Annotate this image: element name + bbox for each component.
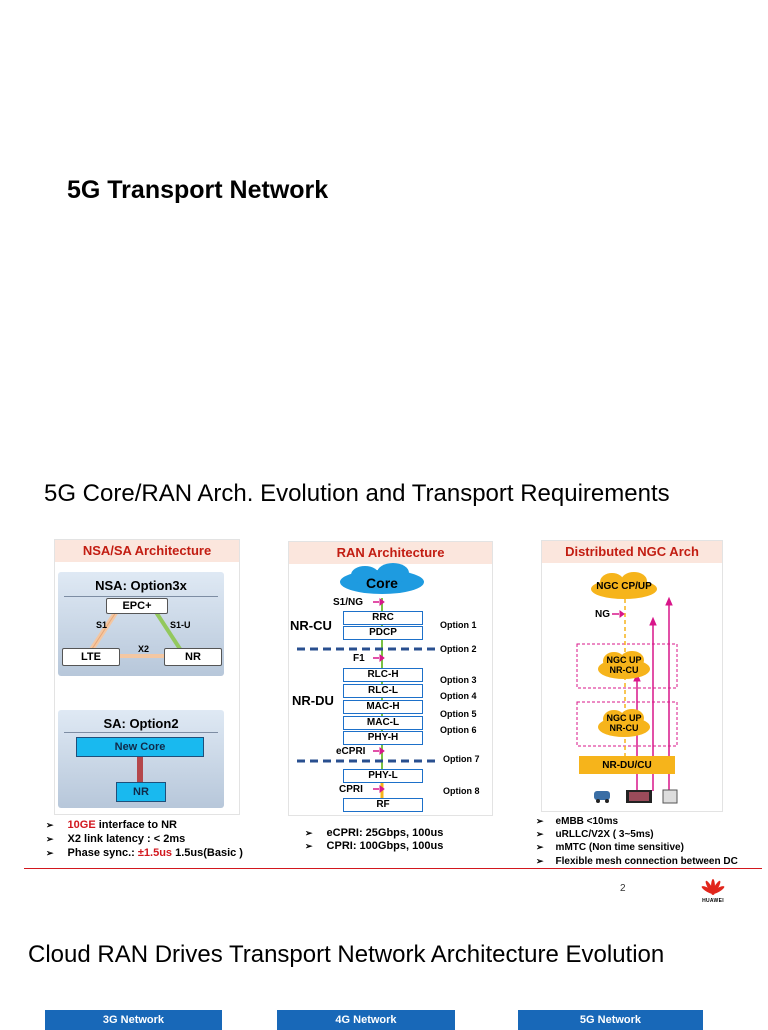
option-4: Option 4	[440, 691, 477, 701]
nsa-box: NSA: Option3x EPC+ S1 S1-U X2 LTE NR	[58, 572, 224, 676]
option-5: Option 5	[440, 709, 477, 719]
slide2-title: 5G Core/RAN Arch. Evolution and Transpor…	[44, 480, 670, 507]
layer-mac-l: MAC-L	[343, 716, 423, 730]
bullet-arrow-icon: ➢	[46, 848, 54, 858]
sa-title: SA: Option2	[103, 716, 179, 731]
ngc-cloud-icon	[591, 572, 657, 737]
option-6: Option 6	[440, 725, 477, 735]
ngc-bullet-3: ➢mMTC (Non time sensitive)	[536, 842, 684, 853]
ng-label: NG	[595, 609, 610, 620]
nsa-sa-panel: NSA/SA Architecture NSA: Option3x EPC+ S…	[54, 539, 240, 815]
layer-rrc: RRC	[343, 611, 423, 625]
layer-rlc-l: RLC-L	[343, 684, 423, 698]
epc-node: EPC+	[106, 598, 168, 614]
nr-cu1-label: NR-CU	[609, 665, 639, 675]
nr-cu2-label: NR-CU	[609, 723, 639, 733]
ngc-panel: Distributed NGC Arch NGC CP/UP NG NGC UP…	[541, 540, 723, 812]
s1u-label: S1-U	[170, 620, 191, 630]
layer-pdcp: PDCP	[343, 626, 423, 640]
ngc-up1-label: NGC UP	[606, 655, 642, 665]
nsa-bullet-3: ➢Phase sync.: ±1.5us 1.5us(Basic )	[46, 847, 243, 859]
core-cloud-icon	[340, 563, 424, 594]
bullet-arrow-icon: ➢	[46, 820, 54, 830]
bullet-arrow-icon: ➢	[536, 842, 544, 852]
sa-nr-node: NR	[116, 782, 166, 802]
option-8: Option 8	[443, 786, 480, 796]
lte-node: LTE	[62, 648, 120, 666]
ngc-cpup-label: NGC CP/UP	[596, 581, 652, 592]
sa-link	[137, 754, 143, 784]
core-label: Core	[366, 575, 398, 591]
ran-bullet-1: ➢eCPRI: 25Gbps, 100us	[305, 827, 444, 839]
nsa-sa-heading: NSA/SA Architecture	[55, 540, 239, 562]
bullet-arrow-icon: ➢	[305, 841, 313, 851]
option-7: Option 7	[443, 754, 480, 764]
ngc-bullet-2: ➢uRLLC/V2X ( 3~5ms)	[536, 829, 654, 840]
sa-divider	[64, 732, 218, 733]
slide3-title: Cloud RAN Drives Transport Network Archi…	[28, 941, 665, 968]
slide1-title: 5G Transport Network	[67, 176, 329, 204]
ran-panel: RAN Architecture Core S1/NG NR-CU NR-DU …	[288, 541, 493, 816]
f1-label: F1	[353, 653, 365, 664]
bullet-arrow-icon: ➢	[536, 856, 544, 866]
tab-4g-network: 4G Network	[277, 1010, 455, 1030]
bullet-arrow-icon: ➢	[305, 828, 313, 838]
option-3: Option 3	[440, 675, 477, 685]
s1ng-label: S1/NG	[333, 597, 364, 608]
video-icon	[626, 790, 652, 803]
option-1: Option 1	[440, 620, 477, 630]
bullet-arrow-icon: ➢	[536, 816, 544, 826]
ngc-bullet-4: ➢Flexible mesh connection between DC	[536, 856, 738, 867]
nsa-divider	[64, 596, 218, 597]
nr-node: NR	[164, 648, 222, 666]
layer-mac-h: MAC-H	[343, 700, 423, 714]
sensor-icon	[662, 789, 678, 804]
huawei-logo: HUAWEI	[697, 873, 729, 904]
layer-phy-h: PHY-H	[343, 731, 423, 745]
car-icon	[594, 791, 610, 803]
nsa-bullet-2: ➢X2 link latency : < 2ms	[46, 833, 186, 845]
cpri-label: CPRI	[339, 784, 363, 795]
nsa-bullet-1: ➢10GE interface to NR	[46, 819, 177, 831]
x2-label: X2	[138, 644, 150, 654]
layer-phy-l: PHY-L	[343, 769, 423, 783]
ran-bullet-2: ➢CPRI: 100Gbps, 100us	[305, 840, 444, 852]
layer-rlc-h: RLC-H	[343, 668, 423, 682]
layer-rf: RF	[343, 798, 423, 812]
ecpri-label: eCPRI	[336, 746, 366, 757]
ran-heading: RAN Architecture	[289, 542, 492, 564]
s1-label: S1	[96, 620, 108, 630]
tab-3g-network: 3G Network	[45, 1010, 222, 1030]
bullet-arrow-icon: ➢	[46, 834, 54, 844]
new-core-node: New Core	[76, 737, 204, 757]
bullet-arrow-icon: ➢	[536, 829, 544, 839]
page-number: 2	[620, 883, 626, 894]
nr-du-cu-label: NR-DU/CU	[602, 760, 652, 771]
ngc-diagram	[576, 572, 678, 804]
ngc-heading: Distributed NGC Arch	[542, 541, 722, 563]
huawei-logo-text: HUAWEI	[702, 898, 724, 904]
huawei-logo-icon	[701, 879, 725, 895]
tab-5g-network: 5G Network	[518, 1010, 703, 1030]
nsa-title: NSA: Option3x	[95, 578, 187, 593]
footer-divider	[24, 868, 762, 869]
option-2: Option 2	[440, 644, 477, 654]
ngc-up2-label: NGC UP	[606, 713, 642, 723]
nrdu-label: NR-DU	[292, 693, 334, 708]
nrcu-label: NR-CU	[290, 618, 332, 633]
ngc-bullet-1: ➢eMBB <10ms	[536, 816, 619, 827]
sa-box: SA: Option2 New Core NR	[58, 710, 224, 808]
